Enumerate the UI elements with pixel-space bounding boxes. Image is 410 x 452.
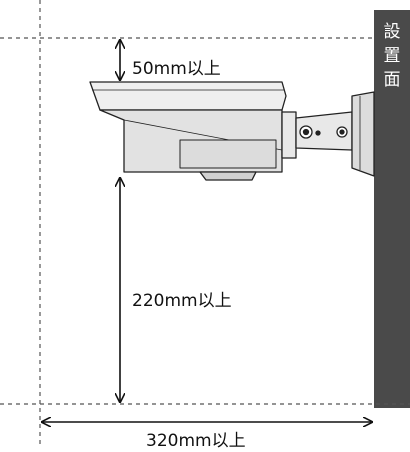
top-clearance-label: 50mm以上 (132, 59, 221, 79)
mounting-wall (374, 10, 410, 408)
camera-rear-cap (281, 111, 297, 159)
dimension-arrows (42, 40, 372, 422)
wall-label-char-2: 置 (383, 46, 401, 66)
bottom-clearance-label: 220mm以上 (132, 291, 232, 311)
wall-label-char-3: 面 (383, 70, 401, 90)
wall-mount-plate (351, 91, 375, 177)
width-clearance-label: 320mm以上 (146, 431, 246, 451)
camera-illustration (89, 81, 375, 181)
camera-sunshield (89, 81, 287, 111)
wall-label-char-1: 設 (383, 22, 401, 42)
